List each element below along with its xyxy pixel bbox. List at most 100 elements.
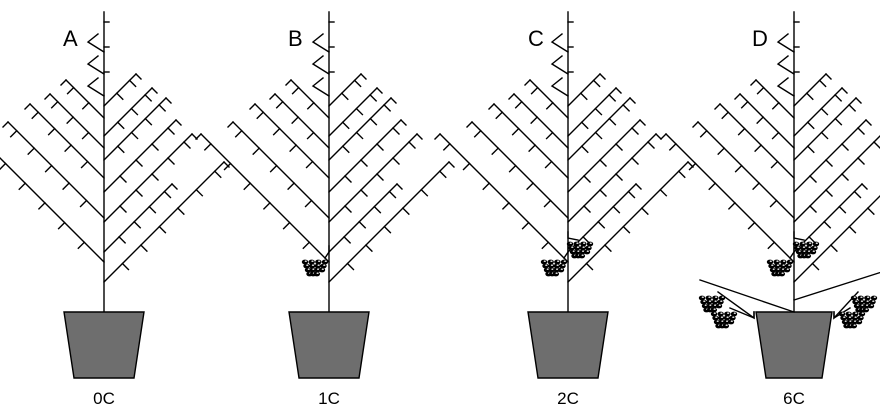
arm-tick [857,127,865,135]
grape-berry [855,319,863,325]
grape-highlight [701,296,704,298]
arm-tick [622,225,631,234]
grape-highlight [732,316,735,318]
arm-end-tick [841,87,848,94]
panel-b-arm-8 [195,133,330,263]
arm-tick [383,103,392,112]
grape-highlight [720,312,723,314]
grape-highlight [843,316,846,318]
arm-tick [747,221,756,230]
panel-c-arm-2 [508,93,569,149]
arm-tick [346,262,355,271]
arm-tick [291,116,300,125]
arm-tick [57,221,66,230]
grape-highlight [306,264,309,266]
grape-highlight [795,242,798,244]
arm-end-tick [195,133,202,140]
grape-highlight [807,254,810,256]
grape-highlight [317,264,320,266]
grape-highlight [576,242,579,244]
arm-tick [81,131,90,140]
arm-tick [599,159,607,167]
arm-tick [579,92,588,101]
grape-berry [318,267,326,273]
grape-highlight [546,268,549,270]
arm-tick [834,117,843,126]
arm-tick [291,86,300,95]
arm-tick [769,199,778,208]
panel-d-low-cane-left [699,279,795,313]
arm-line [665,133,795,263]
arm-tick [256,111,265,120]
panel-b-arm-1 [328,73,367,107]
arm-line [697,121,795,219]
grape-highlight [861,304,864,306]
grape-highlight [781,272,784,274]
grape-highlight [776,264,780,266]
panel-b-letter: B [288,26,303,51]
arm-line [65,79,105,119]
grape-highlight [860,296,863,298]
panel-d-arm-10 [793,183,868,253]
grape-berry [313,271,321,277]
panel-a-shoot-2 [86,77,105,97]
arm-line [793,119,867,193]
arm-line [471,121,569,219]
panel-b-arm-9 [328,133,423,223]
arm-tick [756,86,765,95]
arm-line [103,183,173,253]
panel-d-cluster-stem-5 [833,307,851,320]
grape-highlight [856,304,859,306]
arm-tick [597,220,606,229]
arm-tick [18,182,27,191]
arm-tick [866,207,875,216]
grape-highlight [576,246,580,248]
arm-tick [306,131,315,140]
grape-highlight [555,272,558,274]
arm-tick [213,170,222,179]
arm-tick [376,143,384,151]
grape-highlight [311,264,315,266]
arm-tick [272,127,281,136]
panel-c-shoot-2 [550,77,569,97]
arm-tick [262,201,271,210]
arm-end-tick [44,93,51,100]
panel-c-arm-8 [434,133,569,263]
arm-line [793,97,857,161]
arm-tick [495,111,504,120]
arm-tick [834,93,843,102]
grape-highlight [321,268,324,270]
arm-line [7,121,105,219]
grape-highlight [571,246,574,248]
arm-tick [659,188,668,197]
arm-tick [130,107,139,116]
arm-tick [727,201,736,210]
arm-tick [252,147,261,156]
arm-line [793,195,880,283]
grape-highlight [870,304,873,306]
panel-b-arm-0 [285,79,330,119]
grape-highlight [569,242,572,244]
arm-tick [392,157,400,165]
panel-d-shoot-0 [776,33,795,53]
arm-tick [282,221,291,230]
arm-line [0,157,105,263]
panel-b-cluster-stem-0 [324,245,330,259]
arm-line [567,97,631,161]
arm-tick [873,141,880,149]
arm-tick [304,199,313,208]
arm-line [254,103,330,179]
arm-tick [580,145,589,154]
arm-tick [167,157,175,165]
arm-tick [543,199,552,208]
grape-highlight [716,320,719,322]
arm-tick [688,162,697,171]
grape-berry [867,303,875,309]
panel-a-arm-5 [103,97,172,161]
arm-tick [442,142,451,151]
panel-d-pot-icon [755,311,833,379]
arm-end-tick [227,121,234,128]
panel-c-arm-3 [567,87,622,137]
arm-tick [583,175,591,183]
arm-tick [144,93,153,102]
